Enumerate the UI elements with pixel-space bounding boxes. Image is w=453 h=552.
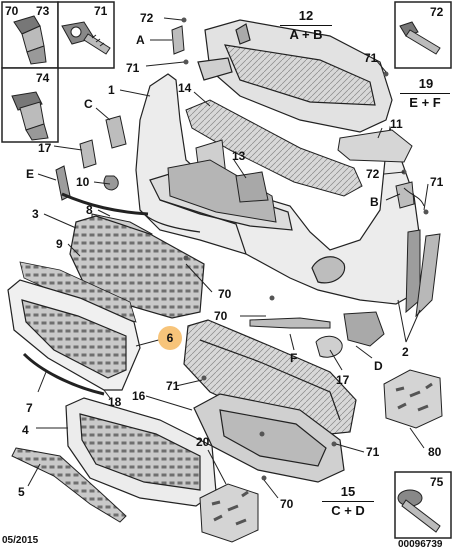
group-19-rule xyxy=(400,93,450,94)
group-12-number: 12 xyxy=(298,8,314,23)
clip-kit-icons xyxy=(199,369,443,543)
flange-screw-icon xyxy=(11,91,49,141)
undertray-part xyxy=(193,393,345,483)
upper-absorber-part xyxy=(197,19,393,133)
label-20: 20 xyxy=(196,435,210,449)
label-A: A xyxy=(136,33,145,47)
tapping-screw-icon xyxy=(61,21,111,55)
label-70-center: 70 xyxy=(218,287,232,301)
label-17-right: 17 xyxy=(336,373,350,387)
label-14: 14 xyxy=(178,81,192,95)
label-72-right: 72 xyxy=(366,167,380,181)
group-19-number: 19 xyxy=(418,76,434,91)
label-D: D xyxy=(374,359,383,373)
group-15-sub: C + D xyxy=(331,503,365,518)
loose-fasteners xyxy=(181,17,429,481)
group-15-rule xyxy=(322,501,374,502)
label-E: E xyxy=(26,167,35,181)
bracket-part xyxy=(337,129,413,163)
label-70-box: 70 xyxy=(5,4,19,18)
label-8: 8 xyxy=(86,203,93,217)
screw-icon xyxy=(13,15,47,65)
lower-grille-insert-part xyxy=(183,319,357,435)
label-17-left: 17 xyxy=(38,141,52,155)
label-1: 1 xyxy=(108,83,115,97)
label-C: C xyxy=(84,97,93,111)
grille-mesh-part xyxy=(19,261,137,323)
lower-strip-part xyxy=(11,447,127,523)
label-74-box: 74 xyxy=(36,71,50,85)
upper-grille-support-part xyxy=(167,99,363,223)
footer-reference: 00096739 xyxy=(398,539,443,550)
bolt-icon xyxy=(399,21,441,55)
label-71-box: 71 xyxy=(94,4,108,18)
label-3: 3 xyxy=(32,207,39,221)
label-5: 5 xyxy=(18,485,25,499)
label-13: 13 xyxy=(232,149,246,163)
label-18: 18 xyxy=(108,395,122,409)
bolt-washer-icon xyxy=(397,489,441,533)
label-70-bottom: 70 xyxy=(280,497,294,511)
label-B: B xyxy=(370,195,379,209)
lower-grille-part xyxy=(65,397,217,507)
label-2: 2 xyxy=(402,345,409,359)
label-80: 80 xyxy=(428,445,442,459)
group-15-number: 15 xyxy=(340,484,356,499)
label-10: 10 xyxy=(76,175,90,189)
label-70-lower: 70 xyxy=(214,309,228,323)
footer-date: 05/2015 xyxy=(2,535,39,546)
label-71-mid: 71 xyxy=(166,379,180,393)
group-19-sub: E + F xyxy=(409,95,441,110)
label-11: 11 xyxy=(390,117,403,131)
label-71-far-right: 71 xyxy=(430,175,444,189)
label-71-bottom: 71 xyxy=(366,445,380,459)
label-73-box: 73 xyxy=(36,4,50,18)
label-71-top: 71 xyxy=(126,61,140,75)
label-71-right: 71 xyxy=(364,51,378,65)
label-72-box: 72 xyxy=(430,5,444,19)
group-12-rule xyxy=(280,25,332,26)
label-4: 4 xyxy=(22,423,29,437)
clip-brackets xyxy=(79,25,425,209)
side-deflector-part xyxy=(55,165,441,318)
label-F: F xyxy=(290,351,298,365)
label-7: 7 xyxy=(26,401,33,415)
label-72-top: 72 xyxy=(140,11,154,25)
group-12-sub: A + B xyxy=(289,27,323,42)
fog-lamp-parts xyxy=(103,175,385,358)
leader-lines xyxy=(27,17,429,499)
label-16: 16 xyxy=(132,389,146,403)
label-75-box: 75 xyxy=(430,475,444,489)
grille-surround-part xyxy=(7,279,141,396)
label-9: 9 xyxy=(56,237,63,251)
label-6-highlighted: 6 xyxy=(158,326,182,350)
